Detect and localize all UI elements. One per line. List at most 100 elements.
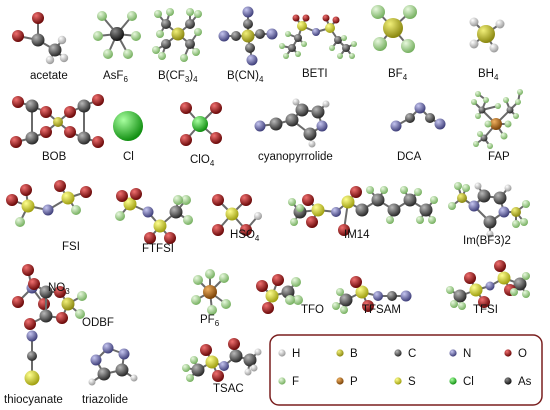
label-fap: FAP [488,151,510,163]
atom-c [480,134,488,142]
atom-n [331,207,341,217]
atom-f [520,218,528,226]
atom-f [279,43,285,49]
atom-c [77,131,91,145]
atom-f [283,53,289,59]
atom-n [246,54,258,66]
legend-symbol: Cl [463,376,474,388]
molecule-odbf [24,278,87,330]
atom-o [332,16,340,24]
molecule-bcf34 [152,8,202,62]
atom-f [115,211,125,221]
molecule-pf6 [191,269,231,315]
molecule-acetate [12,12,69,65]
atom-f [475,91,481,97]
atom-s [325,23,335,33]
atom-f [522,200,530,208]
label-pf6: PF6 [200,314,220,328]
atom-c [245,43,255,53]
molecule-asf6 [93,11,141,59]
atom-c [115,363,129,377]
atom-o [464,272,476,284]
atom-o [12,96,24,108]
atom-f [341,35,347,41]
label-tsac: TSAC [213,383,244,395]
atom-f [522,290,530,298]
label-imbf32: Im(BF3)2 [463,235,511,247]
atom-o [54,180,66,192]
atom-o [210,102,222,114]
atom-o [38,298,50,310]
label-asf6: AsF6 [103,70,128,84]
atom-o [92,94,104,106]
atom-f [192,48,200,56]
atom-f [154,10,162,18]
molecule-imbf32 [448,182,530,238]
atom-c [185,39,195,49]
legend-swatch-h [278,349,286,357]
label-hso4: HSO4 [230,229,260,243]
molecule-bob [10,94,104,148]
atom-f [123,49,133,59]
atom-o [212,224,224,236]
atom-c [185,19,195,29]
legend-swatch-s [394,377,402,385]
atom-o [362,300,374,312]
atom-f [97,11,107,21]
atom-f [103,49,113,59]
atom-f [191,295,201,305]
atom-o [80,186,92,198]
atom-h [474,182,482,190]
atom-s [123,197,137,211]
molecule-ftfsi [115,188,193,244]
atom-n [218,30,230,42]
label-cyanopyrrolide: cyanopyrrolide [258,151,333,163]
label-im14: IM14 [344,229,370,241]
atom-f [414,188,422,196]
atom-c [285,113,299,127]
atom-f [182,364,190,372]
atom-n [102,342,114,354]
legend-symbol: H [292,348,300,360]
atom-o [12,30,24,42]
atom-c [27,351,37,361]
atom-as [110,27,124,41]
atom-f [288,198,296,206]
atom-o [302,14,310,22]
atom-s [61,191,75,205]
atom-f [173,195,183,205]
atom-o [32,12,44,24]
atom-f [430,196,438,204]
atom-s [355,285,369,299]
atom-f [329,45,335,51]
atom-o [56,312,68,324]
legend-symbol: S [408,376,416,388]
atom-o [212,194,224,206]
atom-f [293,295,303,305]
atom-o [164,232,176,244]
label-bob: BOB [42,151,67,163]
atom-f [400,186,408,194]
legend-swatch-c [394,349,402,357]
atom-o [22,264,34,276]
atom-f [517,89,523,95]
atom-b [477,25,495,43]
atom-h [469,39,479,49]
atom-c [425,113,435,123]
atom-c [169,205,183,219]
atom-h [45,55,55,65]
legend-symbol: As [518,376,532,388]
atom-o [116,190,128,202]
molecule-fap [471,89,523,149]
atom-f [156,30,164,38]
legend-swatch-as [504,377,512,385]
atom-f [186,374,194,382]
atom-o [130,188,142,200]
atom-f [477,131,483,137]
atom-c [294,34,302,42]
atom-f [471,99,477,105]
atom-f [487,143,493,149]
atom-f [403,5,417,19]
atom-c [231,31,241,41]
